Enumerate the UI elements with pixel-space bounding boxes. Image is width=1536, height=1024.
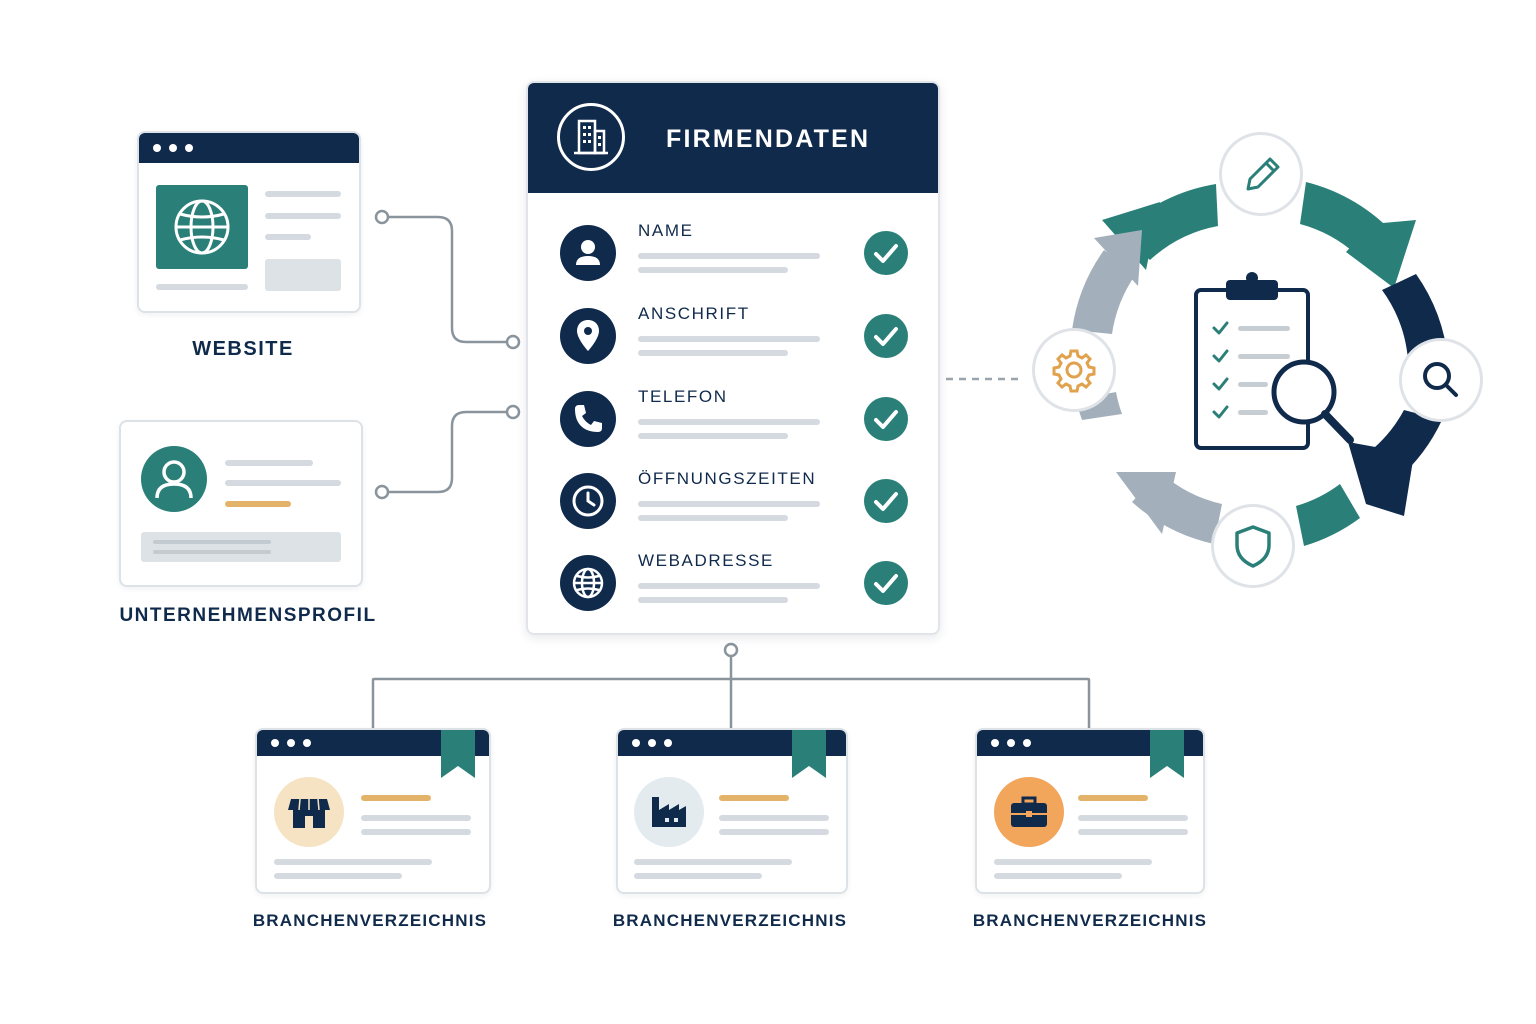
cycle-node-security <box>1211 504 1295 588</box>
website-label: WEBSITE <box>192 338 294 360</box>
search-icon <box>1423 362 1458 397</box>
directory-window-1 <box>255 728 491 894</box>
field-row-address: ANSCHRIFT <box>528 300 938 370</box>
directory-window-2 <box>616 728 848 894</box>
directory-label-2: BRANCHENVERZEICHNIS <box>612 911 848 930</box>
placeholder-block <box>141 532 341 562</box>
window-title-bar <box>139 133 359 163</box>
globe-tile <box>156 185 248 269</box>
company-data-card: FIRMENDATEN NAME ANSCHRIFT <box>526 81 940 635</box>
globe-icon <box>174 199 230 255</box>
window-dots <box>991 739 1031 747</box>
globe-icon <box>572 567 604 599</box>
location-pin-icon <box>577 320 599 351</box>
category-badge <box>274 777 344 847</box>
pencil-icon <box>1246 157 1280 191</box>
gear-icon <box>1052 349 1096 393</box>
field-row-web-address: WEBADRESSE <box>528 547 938 617</box>
check-icon <box>874 327 898 346</box>
bookmark-icon <box>792 730 826 778</box>
cycle-arrows <box>1072 182 1448 546</box>
check-badge <box>864 479 908 523</box>
card-header: FIRMENDATEN <box>528 83 938 193</box>
field-icon-badge <box>560 308 616 364</box>
window-dots <box>271 739 311 747</box>
check-icon <box>874 410 898 429</box>
check-icon <box>874 244 898 263</box>
category-badge <box>634 777 704 847</box>
store-icon <box>288 798 330 828</box>
field-row-name: NAME <box>528 217 938 287</box>
check-icon <box>874 574 898 593</box>
field-label: ANSCHRIFT <box>638 304 750 323</box>
bookmark-icon <box>441 730 475 778</box>
check-icon <box>874 492 898 511</box>
user-icon <box>576 240 600 265</box>
window-dots <box>632 739 672 747</box>
company-profile-label: UNTERNEHMENSPROFIL <box>119 605 377 626</box>
field-icon-badge <box>560 555 616 611</box>
cycle-node-edit <box>1219 132 1303 216</box>
shield-icon <box>1235 525 1271 568</box>
website-window <box>137 131 361 313</box>
cycle-node-search <box>1399 338 1483 422</box>
directory-window-3 <box>975 728 1205 894</box>
phone-icon <box>575 405 602 432</box>
building-icon <box>574 119 608 155</box>
field-icon-badge <box>560 225 616 281</box>
check-badge <box>864 314 908 358</box>
bookmark-icon <box>1150 730 1184 778</box>
field-label: ÖFFNUNGSZEITEN <box>638 469 817 488</box>
check-badge <box>864 397 908 441</box>
placeholder-block <box>265 259 341 291</box>
window-dots <box>153 144 193 152</box>
briefcase-icon <box>1011 796 1047 827</box>
field-label: WEBADRESSE <box>638 551 774 570</box>
directory-label-3: BRANCHENVERZEICHNIS <box>972 911 1208 930</box>
field-row-phone: TELEFON <box>528 383 938 453</box>
user-icon <box>155 460 193 499</box>
field-icon-badge <box>560 473 616 529</box>
field-row-opening-hours: ÖFFNUNGSZEITEN <box>528 465 938 535</box>
avatar <box>141 446 207 512</box>
building-badge <box>557 103 625 171</box>
clock-icon <box>572 485 604 517</box>
card-title: FIRMENDATEN <box>666 125 871 153</box>
cycle-node-settings <box>1032 328 1116 412</box>
field-label: NAME <box>638 221 694 240</box>
company-profile-window <box>119 420 363 587</box>
verification-cycle <box>1020 120 1500 610</box>
directory-label-1: BRANCHENVERZEICHNIS <box>252 911 488 930</box>
category-badge <box>994 777 1064 847</box>
check-badge <box>864 231 908 275</box>
field-label: TELEFON <box>638 387 728 406</box>
factory-icon <box>652 797 686 827</box>
check-badge <box>864 561 908 605</box>
field-icon-badge <box>560 391 616 447</box>
